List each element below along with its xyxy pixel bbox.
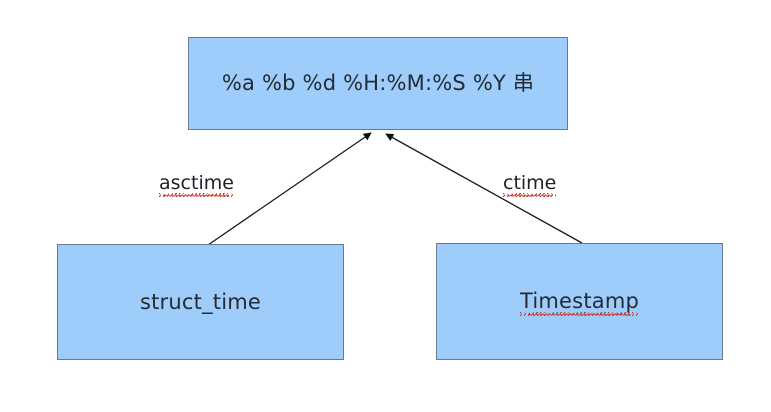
spellcheck-underline-icon (506, 194, 553, 198)
spellcheck-underline-icon (163, 194, 230, 198)
node-timestamp[interactable]: Timestamp (436, 243, 723, 360)
edge-label-asctime-text: asctime (159, 174, 234, 198)
node-timestamp-label: Timestamp (520, 291, 639, 317)
edge-label-asctime: asctime (159, 174, 234, 198)
node-struct-time[interactable]: struct_time (57, 244, 344, 360)
edge-label-ctime-text: ctime (503, 174, 556, 198)
edge-label-ctime: ctime (503, 174, 556, 198)
node-format-string-label: %a %b %d %H:%M:%S %Y 串 (221, 71, 535, 95)
spellcheck-underline-icon (528, 313, 631, 317)
node-struct-time-label: struct_time (139, 289, 262, 314)
node-format-string[interactable]: %a %b %d %H:%M:%S %Y 串 (188, 37, 568, 130)
